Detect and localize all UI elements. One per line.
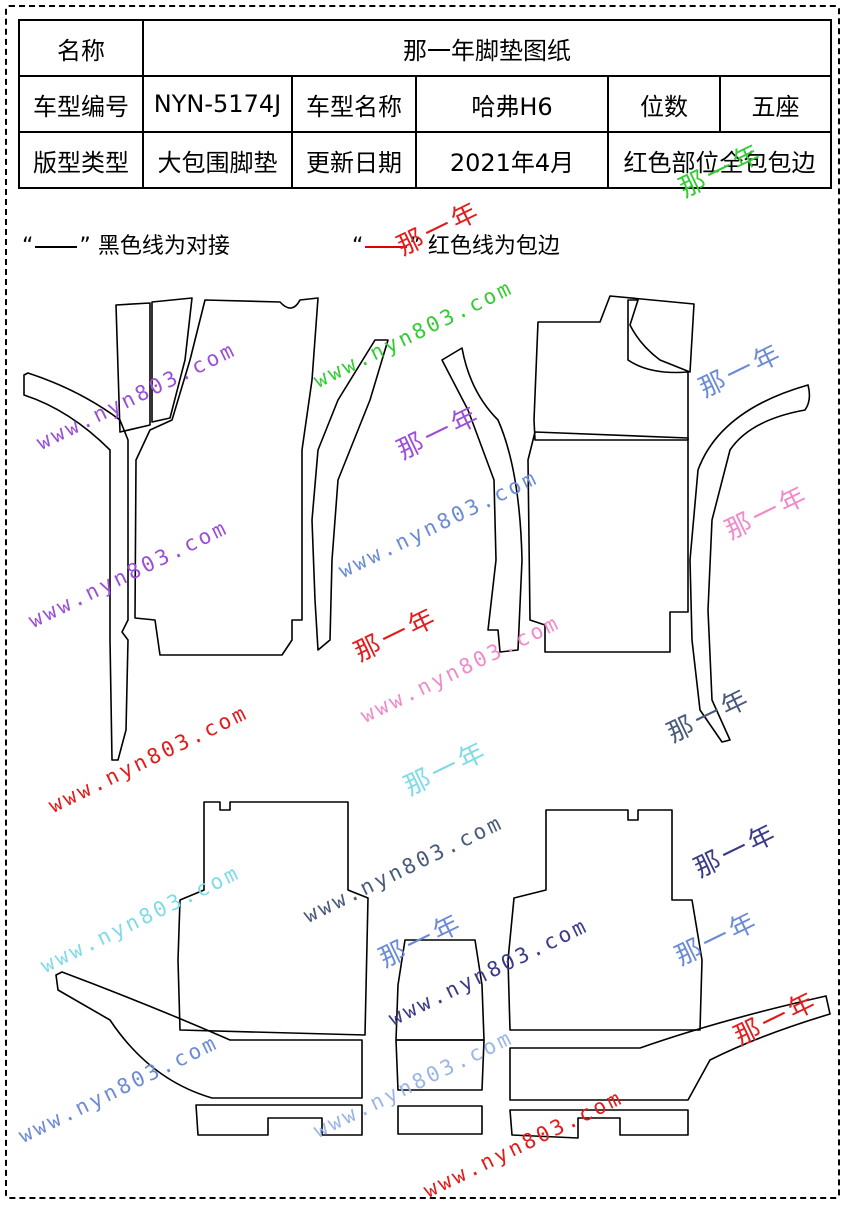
legend-black: “ ” 黑色线为对接 bbox=[22, 228, 230, 260]
table-row: 版型类型 大包围脚垫 更新日期 2021年4月 红色部位全包包边 bbox=[18, 131, 832, 189]
legend-red: “ ” 红色线为包边 bbox=[352, 228, 560, 260]
quote-open: “ bbox=[22, 234, 34, 259]
label-update-date: 更新日期 bbox=[291, 131, 417, 189]
mat-piece-driver-floor bbox=[134, 297, 319, 656]
mat-piece-rear-left bbox=[177, 801, 369, 1036]
mat-piece-driver-sill bbox=[311, 339, 389, 651]
quote-close: ” bbox=[409, 234, 421, 259]
label-seats: 位数 bbox=[607, 75, 721, 133]
mat-piece-center-tab bbox=[397, 1105, 483, 1135]
model-name: 哈弗H6 bbox=[415, 75, 609, 133]
mat-piece-rear-left-sill bbox=[55, 971, 363, 1099]
quote-open: “ bbox=[352, 234, 364, 259]
mat-piece-passenger-sill-left bbox=[441, 347, 523, 653]
mat-piece-rear-right-sill bbox=[509, 995, 831, 1101]
table-row: 车型编号 NYN-5174J 车型名称 哈弗H6 位数 五座 bbox=[18, 75, 832, 133]
mat-piece-rear-left-step bbox=[195, 1104, 363, 1136]
legend-red-text: 红色线为包边 bbox=[427, 234, 560, 259]
table-row: 名称 那一年脚垫图纸 bbox=[18, 19, 832, 77]
quote-close: ” bbox=[79, 234, 91, 259]
spec-table: 名称 那一年脚垫图纸 车型编号 NYN-5174J 车型名称 哈弗H6 位数 五… bbox=[18, 19, 832, 189]
mat-piece-passenger-upper bbox=[533, 295, 695, 441]
red-line-sample bbox=[365, 246, 408, 248]
binding-note: 红色部位全包包边 bbox=[607, 131, 832, 189]
label-model-code: 车型编号 bbox=[18, 75, 144, 133]
mat-piece-passenger-sill-right bbox=[689, 384, 811, 743]
model-code: NYN-5174J bbox=[142, 75, 293, 133]
update-date: 2021年4月 bbox=[415, 131, 609, 189]
seats-value: 五座 bbox=[719, 75, 832, 133]
mat-piece-rear-right-step bbox=[509, 1109, 689, 1139]
mat-piece-center-lower bbox=[395, 1039, 485, 1091]
label-pattern-type: 版型类型 bbox=[18, 131, 144, 189]
pattern-type: 大包围脚垫 bbox=[142, 131, 293, 189]
black-line-sample bbox=[35, 246, 78, 248]
drawing-title: 那一年脚垫图纸 bbox=[142, 19, 832, 77]
mat-piece-left-sill bbox=[23, 372, 129, 761]
mat-piece-pillar-strip-2 bbox=[151, 297, 193, 423]
page-border bbox=[5, 5, 840, 1199]
label-model-name: 车型名称 bbox=[291, 75, 417, 133]
mat-piece-passenger-floor bbox=[527, 431, 689, 653]
mat-piece-pillar-strip bbox=[115, 302, 151, 433]
legend-black-text: 黑色线为对接 bbox=[97, 234, 230, 259]
label-name: 名称 bbox=[18, 19, 144, 77]
mat-piece-rear-right bbox=[507, 809, 703, 1031]
